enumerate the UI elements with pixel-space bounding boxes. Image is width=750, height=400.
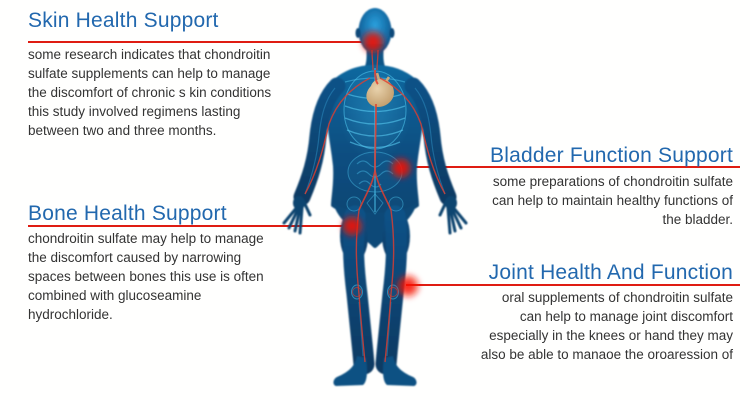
- highlight-bladder: [388, 155, 414, 181]
- text-line: the discomfort caused by narrowing: [28, 250, 242, 265]
- text-line: between two and three months.: [28, 123, 217, 138]
- text-line: sulfate supplements can help to manage: [28, 66, 271, 81]
- text-line: the bladder.: [662, 212, 733, 227]
- bladder-callout-title: Bladder Function Support: [490, 144, 733, 167]
- connector-line-bladder: [401, 166, 740, 168]
- text-line: this study involved regimens lasting: [28, 104, 241, 119]
- bone-callout-text: chondroitin sulfate may help to manage t…: [28, 229, 264, 324]
- right-hand: [438, 196, 468, 235]
- text-line: especially in the knees or hand they may: [489, 328, 733, 343]
- bone-callout-title: Bone Health Support: [28, 202, 227, 225]
- text-line: can help to maintain healthy functions o…: [492, 193, 733, 208]
- text-line: spaces between bones this use is often: [28, 269, 264, 284]
- text-line: combined with glucoseamine: [28, 288, 202, 303]
- human-anatomy-figure: [275, 4, 475, 396]
- highlight-face: [359, 28, 387, 56]
- joint-callout-text: oral supplements of chondroitin sulfate …: [481, 288, 733, 364]
- text-line: hydrochloride.: [28, 307, 113, 322]
- skin-callout-text: some research indicates that chondroitin…: [28, 45, 271, 140]
- joint-callout-title: Joint Health And Function: [488, 261, 733, 284]
- connector-line-bone: [28, 225, 355, 227]
- text-line: oral supplements of chondroitin sulfate: [501, 290, 733, 305]
- text-line: can help to manage joint discomfort: [519, 309, 733, 324]
- blood-vessels: [304, 49, 446, 363]
- connector-line-joint: [406, 284, 740, 286]
- skin-callout-title: Skin Health Support: [28, 9, 219, 32]
- text-line: some research indicates that chondroitin: [28, 47, 271, 62]
- text-line: the discomfort of chronic s kin conditio…: [28, 85, 272, 100]
- highlight-left-thigh: [339, 213, 365, 239]
- text-line: chondroitin sulfate may help to manage: [28, 231, 264, 246]
- left-hand: [282, 196, 312, 235]
- highlight-right-knee: [394, 272, 422, 300]
- bladder-callout-text: some preparations of chondroitin sulfate…: [492, 172, 733, 229]
- text-line: also be able to manaoe the oroaression o…: [480, 347, 733, 362]
- connector-line-skin: [28, 41, 375, 43]
- text-line: some preparations of chondroitin sulfate: [492, 174, 733, 189]
